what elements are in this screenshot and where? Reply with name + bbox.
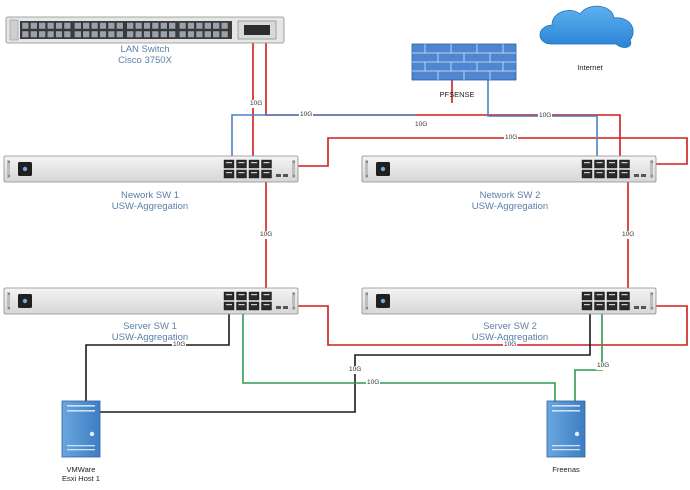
link-speed-label: 10G [503,341,518,349]
black-link-serversw1-to-esxi [85,306,230,404]
network-switch-1-label: Nework SW 1 USW-Aggregation [90,190,210,212]
link-speed-label: 10G [172,341,187,349]
link-speed-label: 10G [504,134,519,142]
network-switch-2-device [361,155,657,183]
network-switch-2-name: Network SW 2 [479,190,541,201]
link-speed-label: 10G [414,121,429,129]
network-switch-1-model: USW-Aggregation [111,201,189,212]
esxi-host-name: VMWare [66,465,96,474]
internet-label: Internet [577,63,603,72]
green-link-serversw1-to-freenas [242,306,556,404]
link-speed-label: 10G [621,231,636,239]
server-switch-2-name: Server SW 2 [483,321,537,332]
lan-switch-ports [21,22,229,38]
network-switch-2-model: USW-Aggregation [471,201,549,212]
red-link-lan-to-netsw2 [265,42,621,158]
link-speed-label: 10G [596,362,611,370]
lan-switch-device [5,16,285,44]
esxi-host-version: Esxi Host 1 [62,474,100,483]
freenas-server-icon [546,400,586,458]
server-switch-2-model: USW-Aggregation [471,332,549,343]
network-switch-2-label: Network SW 2 USW-Aggregation [450,190,570,212]
link-speed-label: 10G [259,231,274,239]
freenas-label: Freenas [552,465,580,474]
server-switch-1-name: Server SW 1 [123,321,177,332]
link-speed-label: 10G [249,100,264,108]
server-switch-1-model: USW-Aggregation [111,332,189,343]
internet-cloud-icon [539,5,634,48]
links [85,42,688,413]
server-switch-1-device [3,287,299,315]
server-switch-2-device [361,287,657,315]
blue-link-netsw1-to-pfsense [231,114,415,158]
link-speed-label: 10G [366,379,381,387]
link-speed-label: 10G [348,366,363,374]
lan-switch-model: Cisco 3750X [118,55,172,66]
link-speed-label: 10G [299,111,314,119]
lan-switch-name: LAN Switch [120,44,170,55]
firewall-icon [411,43,517,81]
pfsense-label: PFSENSE [439,90,475,99]
link-speed-label: 10G [538,112,553,120]
green-link-freenas-to-serversw2 [574,306,603,404]
esxi-host-server-icon [61,400,101,458]
esxi-host-label: VMWare Esxi Host 1 [51,465,111,483]
lan-switch-label: LAN Switch Cisco 3750X [95,44,195,66]
black-link-esxi-to-serversw2 [100,306,591,413]
server-switch-1-label: Server SW 1 USW-Aggregation [90,321,210,343]
server-switch-2-label: Server SW 2 USW-Aggregation [450,321,570,343]
network-switch-1-name: Nework SW 1 [120,190,180,201]
network-switch-1-device [3,155,299,183]
